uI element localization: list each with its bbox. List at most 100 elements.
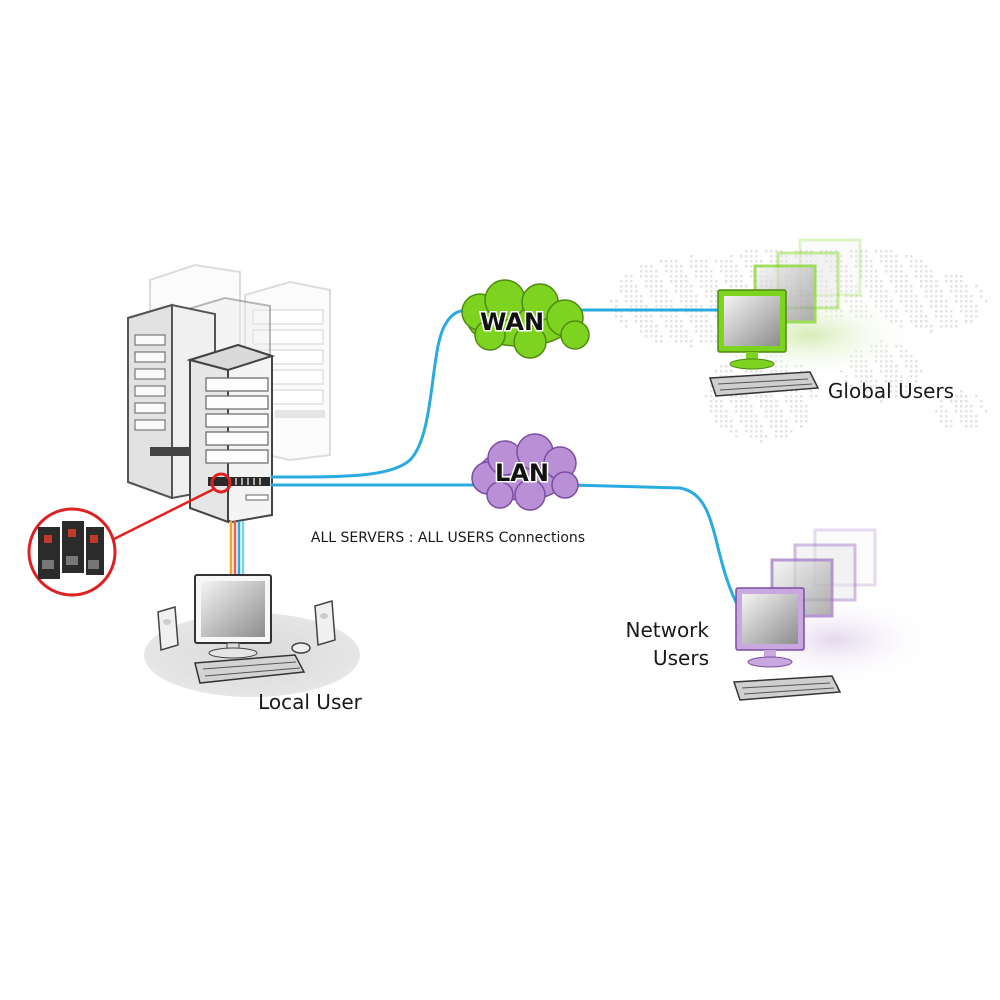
map-dot bbox=[950, 325, 953, 328]
map-dot bbox=[905, 280, 908, 283]
map-dot bbox=[655, 300, 658, 303]
map-dot bbox=[845, 275, 848, 278]
map-dot bbox=[735, 270, 738, 273]
map-dot bbox=[725, 410, 728, 413]
map-dot bbox=[700, 270, 703, 273]
map-dot bbox=[910, 300, 913, 303]
map-dot bbox=[910, 265, 913, 268]
map-dot bbox=[745, 400, 748, 403]
map-dot bbox=[740, 255, 743, 258]
map-dot bbox=[665, 325, 668, 328]
map-dot bbox=[915, 270, 918, 273]
map-dot bbox=[710, 285, 713, 288]
map-dot bbox=[695, 270, 698, 273]
map-dot bbox=[635, 295, 638, 298]
map-dot bbox=[770, 425, 773, 428]
map-dot bbox=[935, 290, 938, 293]
map-dot bbox=[910, 305, 913, 308]
map-dot bbox=[680, 275, 683, 278]
map-dot bbox=[950, 420, 953, 423]
map-dot bbox=[865, 250, 868, 253]
map-dot bbox=[755, 255, 758, 258]
map-dot bbox=[650, 315, 653, 318]
map-dot bbox=[800, 405, 803, 408]
map-dot bbox=[650, 285, 653, 288]
map-dot bbox=[915, 365, 918, 368]
map-dot bbox=[695, 300, 698, 303]
map-dot bbox=[715, 300, 718, 303]
server-tower-front bbox=[186, 343, 276, 524]
map-dot bbox=[885, 265, 888, 268]
map-dot bbox=[680, 280, 683, 283]
map-dot bbox=[650, 325, 653, 328]
map-dot bbox=[660, 305, 663, 308]
map-dot bbox=[770, 405, 773, 408]
map-dot bbox=[725, 260, 728, 263]
map-dot bbox=[890, 250, 893, 253]
map-dot bbox=[930, 295, 933, 298]
map-dot bbox=[785, 420, 788, 423]
map-dot bbox=[920, 265, 923, 268]
map-dot bbox=[725, 375, 728, 378]
map-dot bbox=[630, 305, 633, 308]
map-dot bbox=[970, 420, 973, 423]
map-dot bbox=[805, 410, 808, 413]
map-dot bbox=[890, 370, 893, 373]
map-dot bbox=[655, 275, 658, 278]
map-dot bbox=[940, 400, 943, 403]
map-dot bbox=[710, 385, 713, 388]
map-dot bbox=[620, 280, 623, 283]
map-dot bbox=[725, 265, 728, 268]
map-dot bbox=[675, 340, 678, 343]
map-dot bbox=[690, 265, 693, 268]
map-dot bbox=[665, 305, 668, 308]
map-dot bbox=[640, 295, 643, 298]
map-dot bbox=[640, 315, 643, 318]
map-dot bbox=[850, 275, 853, 278]
map-dot bbox=[805, 415, 808, 418]
map-dot bbox=[840, 260, 843, 263]
map-dot bbox=[905, 300, 908, 303]
map-dot bbox=[790, 395, 793, 398]
map-dot bbox=[875, 285, 878, 288]
map-dot bbox=[935, 295, 938, 298]
map-dot bbox=[780, 415, 783, 418]
map-dot bbox=[950, 310, 953, 313]
map-dot bbox=[670, 320, 673, 323]
map-dot bbox=[940, 415, 943, 418]
map-dot bbox=[680, 300, 683, 303]
map-dot bbox=[750, 415, 753, 418]
map-dot bbox=[955, 410, 958, 413]
map-dot bbox=[715, 280, 718, 283]
map-dot bbox=[905, 275, 908, 278]
network-monitor bbox=[735, 587, 805, 668]
map-dot bbox=[655, 335, 658, 338]
map-dot bbox=[930, 305, 933, 308]
map-dot bbox=[965, 310, 968, 313]
map-dot bbox=[960, 410, 963, 413]
map-dot bbox=[820, 280, 823, 283]
map-dot bbox=[830, 270, 833, 273]
map-dot bbox=[645, 315, 648, 318]
map-dot bbox=[645, 280, 648, 283]
map-dot bbox=[975, 420, 978, 423]
map-dot bbox=[745, 285, 748, 288]
map-dot bbox=[695, 295, 698, 298]
map-dot bbox=[760, 400, 763, 403]
map-dot bbox=[625, 300, 628, 303]
map-dot bbox=[675, 290, 678, 293]
map-dot bbox=[735, 410, 738, 413]
map-dot bbox=[865, 390, 868, 393]
map-dot bbox=[670, 280, 673, 283]
map-dot bbox=[975, 395, 978, 398]
map-dot bbox=[910, 310, 913, 313]
map-dot bbox=[800, 395, 803, 398]
map-dot bbox=[820, 270, 823, 273]
map-dot bbox=[945, 420, 948, 423]
map-dot bbox=[665, 320, 668, 323]
map-dot bbox=[650, 320, 653, 323]
map-dot bbox=[950, 285, 953, 288]
map-dot bbox=[775, 415, 778, 418]
map-dot bbox=[705, 315, 708, 318]
map-dot bbox=[685, 330, 688, 333]
